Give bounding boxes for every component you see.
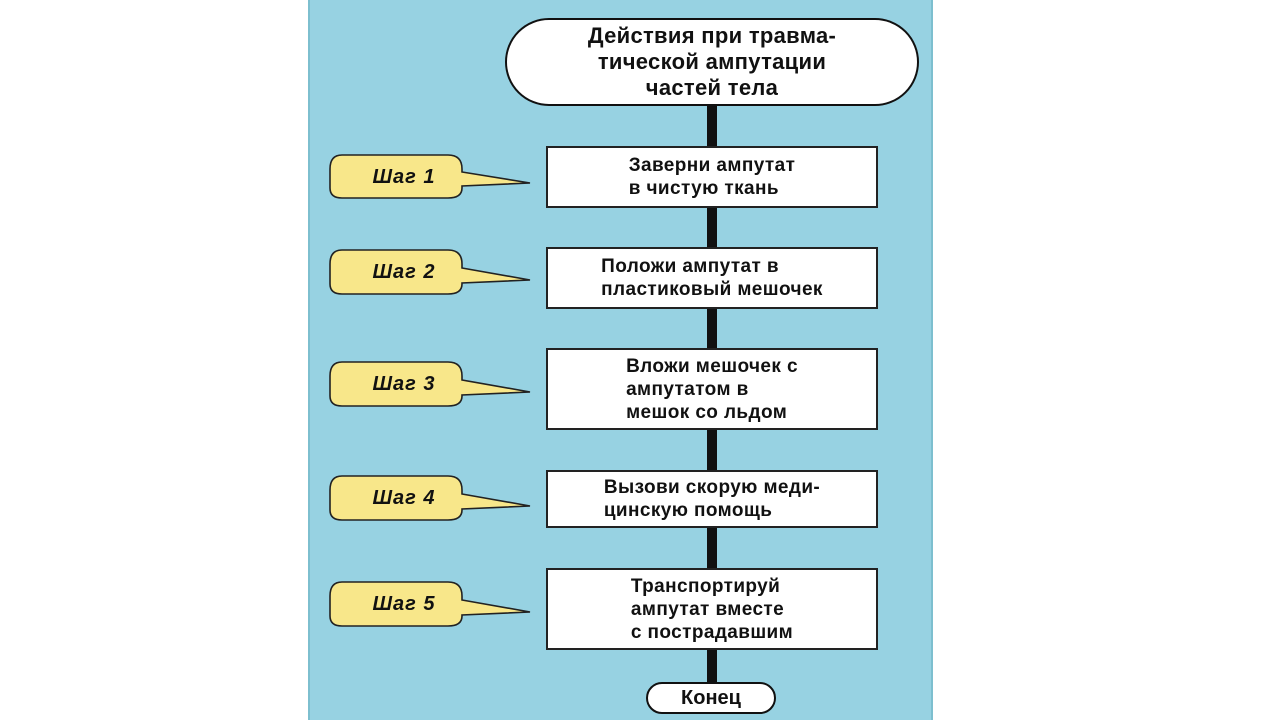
step-box-1: Заверни ампутат в чистую ткань [546, 146, 878, 208]
step-label-5: Шаг 5 [372, 593, 436, 615]
step-label-3: Шаг 3 [372, 373, 436, 395]
step-box-2: Положи ампутат в пластиковый мешочек [546, 247, 878, 309]
step-callout-1 [329, 154, 531, 199]
step-callout-3 [329, 361, 531, 407]
step-callout-4 [329, 475, 531, 521]
step-box-4: Вызови скорую меди- цинскую помощь [546, 470, 878, 528]
step-callout-2 [329, 249, 531, 295]
step-label-4: Шаг 4 [372, 487, 436, 509]
step-box-5: Транспортируй ампутат вместе с пострадав… [546, 568, 878, 650]
step-callout-5 [329, 581, 531, 627]
end-oval: Конец [646, 682, 776, 714]
step-label-2: Шаг 2 [372, 261, 436, 283]
title-oval: Действия при травма- тической ампутации … [505, 18, 919, 106]
step-label-1: Шаг 1 [372, 166, 436, 188]
step-box-3: Вложи мешочек с ампутатом в мешок со льд… [546, 348, 878, 430]
